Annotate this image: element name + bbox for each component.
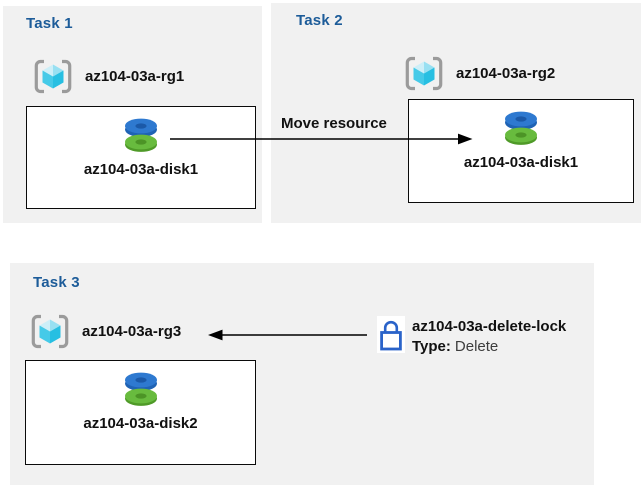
task1-title: Task 1 — [26, 15, 73, 32]
task3-panel: Task 3 az104-03a-rg3 — [10, 263, 594, 485]
resource-group-icon — [404, 55, 444, 92]
task2-disk-name: az104-03a-disk1 — [463, 154, 579, 171]
disk-icon — [504, 111, 538, 145]
task1-resource-group-row: az104-03a-rg1 — [33, 58, 184, 95]
task3-disk-name: az104-03a-disk2 — [83, 415, 198, 432]
task3-resource-group-row: az104-03a-rg3 — [30, 313, 181, 350]
task1-resource-box: az104-03a-disk1 — [26, 106, 256, 209]
delete-lock-name: az104-03a-delete-lock — [412, 318, 567, 335]
task2-resource-group-row: az104-03a-rg2 — [404, 55, 555, 92]
task3-resource-box: az104-03a-disk2 — [25, 360, 256, 465]
delete-lock-info: az104-03a-delete-lock Type:Delete — [412, 317, 566, 357]
task2-panel: Task 2 az104-03a-rg2 — [271, 3, 641, 223]
task3-title: Task 3 — [33, 274, 80, 291]
delete-lock-icon — [377, 316, 405, 353]
task1-resource-group-name: az104-03a-rg1 — [85, 68, 185, 85]
task2-title: Task 2 — [296, 12, 343, 29]
task2-resource-box: az104-03a-disk1 — [408, 99, 634, 203]
delete-lock-type: Type:Delete — [412, 338, 499, 355]
move-resource-label: Move resource — [281, 115, 387, 132]
disk-icon — [124, 372, 158, 406]
resource-group-icon — [33, 58, 73, 95]
task1-disk-name: az104-03a-disk1 — [83, 161, 199, 178]
task1-panel: Task 1 az104-03a-rg1 — [3, 6, 262, 223]
disk-icon — [124, 118, 158, 152]
task2-resource-group-name: az104-03a-rg2 — [456, 65, 556, 82]
resource-group-icon — [30, 313, 70, 350]
task3-resource-group-name: az104-03a-rg3 — [82, 323, 182, 340]
